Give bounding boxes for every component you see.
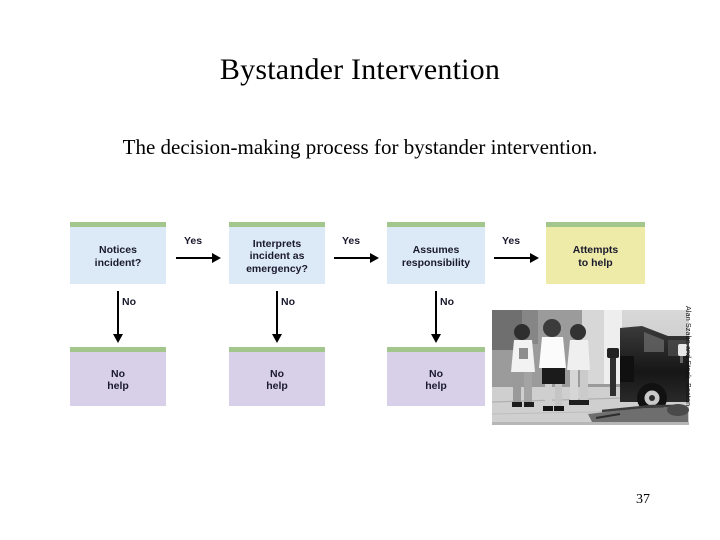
page-number: 37: [636, 492, 650, 507]
arrow-head: [272, 334, 282, 343]
arrow-shaft: [176, 257, 212, 259]
flow-arrow-yes-3: [494, 252, 539, 264]
flow-arrow-no-3: [430, 291, 442, 343]
arrow-head: [530, 253, 539, 263]
arrow-head: [113, 334, 123, 343]
page-title: Bystander Intervention: [219, 53, 501, 86]
flow-arrow-yes-2: [334, 252, 379, 264]
flow-node-label: No help: [266, 367, 288, 393]
arrow-shaft: [435, 291, 437, 334]
flow-node-label: Interprets incident as emergency?: [246, 237, 308, 275]
flow-arrow-label-yes-1: Yes: [184, 235, 203, 247]
bystander-photograph: [492, 310, 689, 425]
flow-arrow-label-no-1: No: [122, 296, 136, 308]
flow-node-label: Assumes responsibility: [401, 244, 471, 269]
arrow-shaft: [494, 257, 530, 259]
photograph-artwork: [492, 310, 689, 425]
flow-node-attempts-to-help[interactable]: Attempts to help: [546, 222, 645, 284]
flow-node-assumes-responsibility[interactable]: Assumes responsibility: [387, 222, 485, 284]
flow-arrow-no-2: [271, 291, 283, 343]
arrow-shaft: [334, 257, 370, 259]
photo-credit: Alan Szabo and Stock, Boston: [684, 306, 691, 407]
flow-arrow-label-yes-2: Yes: [342, 235, 361, 247]
flow-node-no-help-3[interactable]: No help: [387, 347, 485, 406]
flow-arrow-no-1: [112, 291, 124, 343]
arrow-head: [212, 253, 221, 263]
flow-node-label: No help: [107, 367, 129, 393]
flow-node-label: Notices incident?: [94, 244, 142, 269]
flow-node-interprets-incident[interactable]: Interprets incident as emergency?: [229, 222, 325, 284]
flow-arrow-label-yes-3: Yes: [502, 235, 521, 247]
flow-node-no-help-2[interactable]: No help: [229, 347, 325, 406]
flow-node-label: No help: [425, 367, 447, 393]
arrow-shaft: [276, 291, 278, 334]
arrow-shaft: [117, 291, 119, 334]
flow-node-label: Attempts to help: [572, 244, 619, 269]
flow-arrow-label-no-2: No: [281, 296, 295, 308]
flow-node-no-help-1[interactable]: No help: [70, 347, 166, 406]
flow-arrow-label-no-3: No: [440, 296, 454, 308]
arrow-head: [431, 334, 441, 343]
arrow-head: [370, 253, 379, 263]
flow-node-notices-incident[interactable]: Notices incident?: [70, 222, 166, 284]
slide-subtitle: The decision-making process for bystande…: [122, 135, 598, 159]
flow-arrow-yes-1: [176, 252, 221, 264]
